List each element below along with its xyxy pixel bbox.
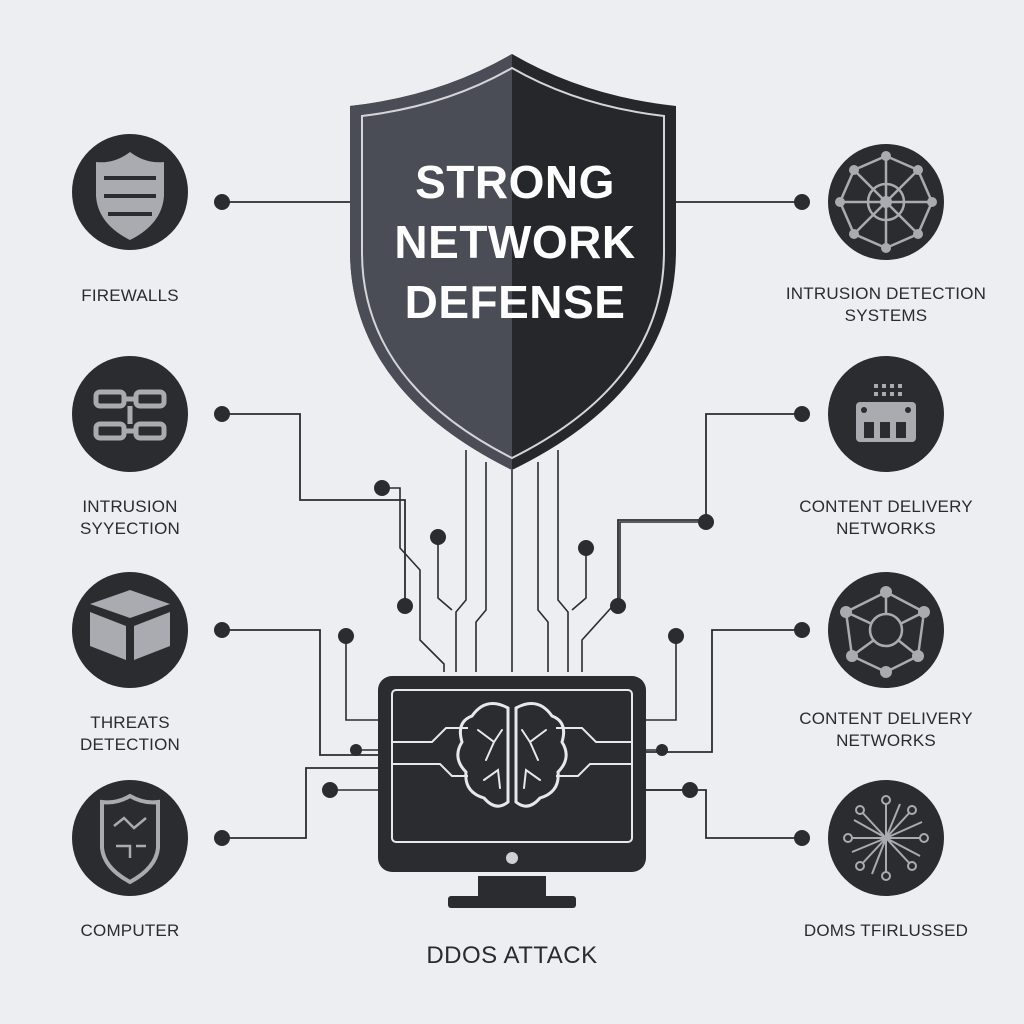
shield-title: STRONG NETWORK DEFENSE — [370, 152, 660, 332]
dot — [578, 540, 594, 556]
dot — [656, 744, 668, 756]
label-threats-detection: THREATS DETECTION — [40, 712, 220, 756]
label-line: FIREWALLS — [81, 286, 179, 305]
label-line: THREATS — [90, 713, 170, 732]
network-modules-icon — [93, 389, 167, 441]
shield-title-line: NETWORK — [394, 216, 636, 268]
label-content-delivery-networks-1: CONTENT DELIVERY NETWORKS — [776, 496, 996, 540]
dot — [794, 406, 810, 422]
brain-icon — [456, 702, 568, 808]
ddos-attack-label: DDOS ATTACK — [426, 942, 598, 969]
connector-intrusion-syyection — [222, 413, 406, 608]
label-line: NETWORKS — [836, 519, 936, 538]
shield-title-line: STRONG — [415, 156, 615, 208]
dot — [698, 514, 714, 530]
starburst-network-icon — [843, 795, 929, 881]
dot — [794, 194, 810, 210]
dot — [214, 830, 230, 846]
dot — [338, 628, 354, 644]
label-line: COMPUTER — [80, 921, 180, 940]
label-line: CONTENT DELIVERY — [799, 497, 973, 516]
connector-computer — [222, 767, 392, 839]
dot — [610, 598, 626, 614]
label-line: NETWORKS — [836, 731, 936, 750]
connector-threats-detection — [222, 629, 392, 756]
label-line: INTRUSION — [82, 497, 178, 516]
label-line: CONTENT DELIVERY — [799, 709, 973, 728]
shield-title-line: DEFENSE — [404, 276, 626, 328]
dot — [668, 628, 684, 644]
dot — [397, 598, 413, 614]
label-intrusion-detection-systems: INTRUSION DETECTION SYSTEMS — [776, 283, 996, 327]
dot — [322, 782, 338, 798]
firewall-shield-icon — [96, 152, 164, 240]
dot — [214, 194, 230, 210]
threat-cube-icon — [90, 590, 170, 660]
label-content-delivery-networks-2: CONTENT DELIVERY NETWORKS — [776, 708, 996, 752]
connector-dots — [214, 194, 810, 846]
label-line: INTRUSION DETECTION — [785, 284, 987, 303]
dot — [430, 529, 446, 545]
monitor — [378, 676, 646, 908]
label-doms-tfirlussed: DOMS TFIRLUSSED — [776, 920, 996, 942]
dot — [682, 782, 698, 798]
shield — [350, 54, 676, 470]
server-rack-icon — [856, 384, 916, 442]
connector-cdn-2 — [640, 629, 802, 753]
dot — [350, 744, 362, 756]
dot — [794, 622, 810, 638]
label-line: SYYECTION — [79, 519, 181, 538]
dot — [794, 830, 810, 846]
network-web-icon — [835, 151, 937, 253]
connector-cdn-1 — [617, 413, 802, 606]
label-intrusion-syyection: INTRUSION SYYECTION — [40, 496, 220, 540]
label-firewalls: FIREWALLS — [40, 285, 220, 307]
circuit-shield-icon — [100, 793, 160, 885]
network-polygon-icon — [840, 586, 930, 678]
label-computer: COMPUTER — [40, 920, 220, 942]
label-line: SYSTEMS — [844, 306, 928, 325]
label-line: DOMS TFIRLUSSED — [803, 921, 969, 940]
connector-doms — [640, 789, 802, 839]
label-line: DETECTION — [79, 735, 181, 754]
circuit-traces — [330, 450, 706, 791]
dot — [214, 622, 230, 638]
dot — [374, 480, 390, 496]
dot — [214, 406, 230, 422]
